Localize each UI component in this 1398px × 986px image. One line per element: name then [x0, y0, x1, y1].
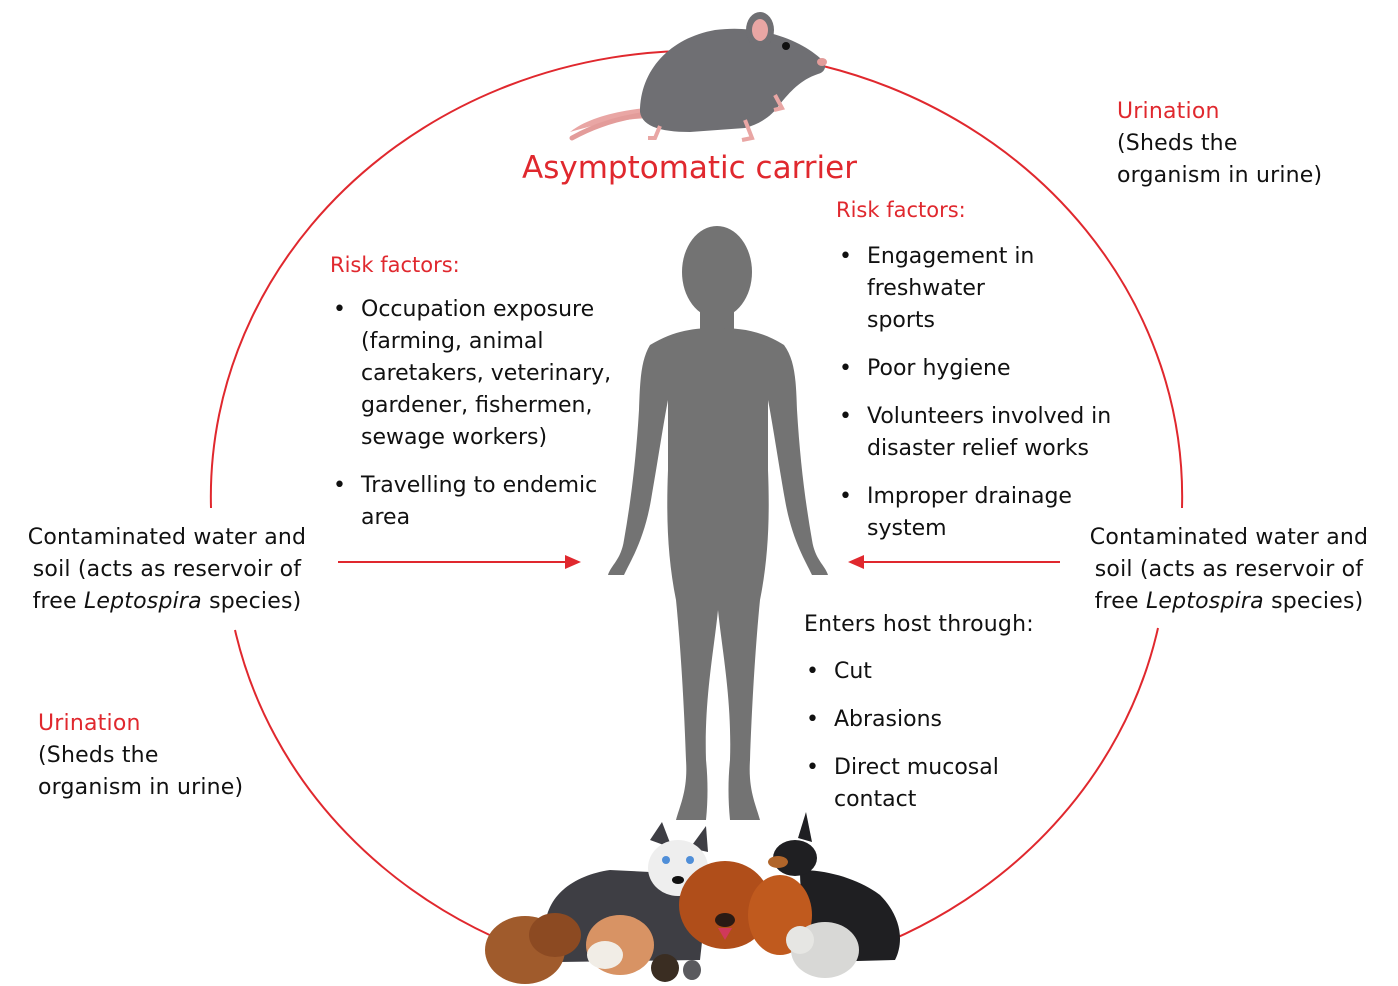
entry-item-cut: Cut [804, 656, 1044, 688]
entry-item-mucosal: Direct mucosal contact [804, 752, 1044, 816]
arrow-left [338, 555, 581, 569]
water-left-line3-pre: free [33, 589, 84, 614]
urination-bottom-label: Urination [38, 708, 243, 740]
water-left-line3-post: species) [202, 589, 302, 614]
urination-bottom-label-group: Urination (Sheds the organism in urine) [38, 708, 243, 804]
risk-factors-right-list: Engagement in freshwater sports Poor hyg… [837, 241, 1167, 561]
cycle-arc-bottom-left [235, 630, 554, 960]
urination-bottom-line1: (Sheds the [38, 740, 243, 772]
urination-top-label-group: Urination (Sheds the organism in urine) [1117, 96, 1322, 192]
urination-bottom-line2: organism in urine) [38, 772, 243, 804]
water-left-line1: Contaminated water and [4, 522, 330, 554]
human-silhouette-icon [608, 226, 828, 820]
water-left-line3: free Leptospira species) [4, 586, 330, 618]
water-left-genus: Leptospira [84, 589, 202, 614]
entry-heading: Enters host through: [804, 609, 1034, 641]
urination-top-line1: (Sheds the [1117, 128, 1322, 160]
contaminated-water-left: Contaminated water and soil (acts as res… [4, 522, 330, 618]
contaminated-water-right: Contaminated water and soil (acts as res… [1066, 522, 1392, 618]
water-right-line3-pre: free [1095, 589, 1146, 614]
risk-factors-left-list: Occupation exposure (farming, animal car… [331, 294, 636, 550]
rat-icon [570, 12, 827, 140]
risk-factors-left-heading: Risk factors: [330, 253, 460, 277]
risk-right-item-freshwater: Engagement in freshwater sports [837, 241, 1042, 337]
water-right-line3-post: species) [1264, 589, 1364, 614]
risk-left-item-travelling: Travelling to endemic area [331, 470, 636, 534]
risk-left-item-occupation: Occupation exposure (farming, animal car… [331, 294, 636, 454]
entry-list: Cut Abrasions Direct mucosal contact [804, 656, 1044, 832]
dogs-group-icon [485, 812, 900, 984]
water-right-genus: Leptospira [1146, 589, 1264, 614]
water-right-line1: Contaminated water and [1066, 522, 1392, 554]
asymptomatic-carrier-title: Asymptomatic carrier [522, 150, 857, 186]
risk-right-item-volunteers: Volunteers involved in disaster relief w… [837, 401, 1167, 465]
risk-factors-right-heading: Risk factors: [836, 198, 966, 222]
entry-item-abrasions: Abrasions [804, 704, 1044, 736]
water-right-line2: soil (acts as reservoir of [1066, 554, 1392, 586]
urination-top-line2: organism in urine) [1117, 160, 1322, 192]
urination-top-label: Urination [1117, 96, 1322, 128]
risk-right-item-hygiene: Poor hygiene [837, 353, 1167, 385]
water-left-line2: soil (acts as reservoir of [4, 554, 330, 586]
water-right-line3: free Leptospira species) [1066, 586, 1392, 618]
